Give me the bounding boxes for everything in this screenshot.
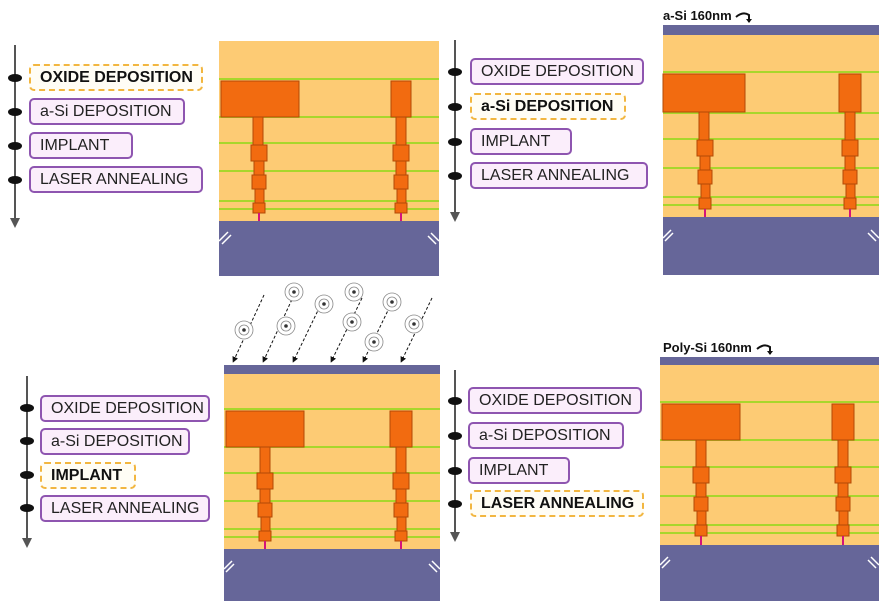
stack-cross-section bbox=[662, 25, 879, 275]
timeline-node-icon bbox=[20, 504, 34, 512]
ion-atom-icon bbox=[234, 282, 424, 352]
timeline-node-icon bbox=[20, 471, 34, 479]
process-timeline bbox=[20, 376, 34, 548]
break-mark-icon bbox=[659, 556, 879, 569]
ion-implant-beam bbox=[232, 282, 433, 363]
step-asi-deposition: a-Si DEPOSITION bbox=[40, 428, 190, 455]
asi-thickness-annotation: a-Si 160nm bbox=[663, 8, 753, 23]
step-asi-deposition: a-Si DEPOSITION bbox=[470, 93, 626, 120]
step-laser-annealing: LASER ANNEALING bbox=[29, 166, 203, 193]
step-implant: IMPLANT bbox=[468, 457, 570, 484]
timeline-node-icon bbox=[20, 404, 34, 412]
step-laser-annealing: LASER ANNEALING bbox=[40, 495, 210, 522]
timeline-node-icon bbox=[448, 138, 462, 146]
step-oxide-deposition: OXIDE DEPOSITION bbox=[29, 64, 203, 91]
timeline-node-icon bbox=[448, 432, 462, 440]
timeline-node-icon bbox=[8, 142, 22, 150]
metal-line-right bbox=[390, 80, 412, 214]
polysi-thickness-annotation: Poly-Si 160nm bbox=[663, 340, 774, 355]
break-mark-icon bbox=[218, 231, 440, 245]
metal-line-right bbox=[838, 73, 862, 210]
step-oxide-deposition: OXIDE DEPOSITION bbox=[468, 387, 642, 414]
metal-line-left bbox=[662, 73, 746, 210]
substrate bbox=[224, 549, 440, 601]
metal-line-left bbox=[661, 403, 741, 537]
stack-cross-section bbox=[218, 41, 440, 276]
timeline-node-icon bbox=[8, 74, 22, 82]
timeline-node-icon bbox=[448, 500, 462, 508]
curved-arrow-icon bbox=[735, 11, 753, 23]
step-implant: IMPLANT bbox=[470, 128, 572, 155]
step-oxide-deposition: OXIDE DEPOSITION bbox=[40, 395, 210, 422]
step-laser-annealing: LASER ANNEALING bbox=[470, 162, 648, 189]
step-laser-annealing: LASER ANNEALING bbox=[470, 490, 644, 517]
metal-line-right bbox=[831, 403, 855, 537]
curved-arrow-icon bbox=[755, 343, 773, 355]
process-timeline bbox=[448, 370, 462, 542]
timeline-node-icon bbox=[8, 176, 22, 184]
stack-cross-section bbox=[659, 357, 879, 601]
timeline-node-icon bbox=[448, 467, 462, 475]
step-oxide-deposition: OXIDE DEPOSITION bbox=[470, 58, 644, 85]
metal-line-left bbox=[225, 410, 305, 542]
timeline-node-icon bbox=[20, 437, 34, 445]
step-implant: IMPLANT bbox=[40, 462, 136, 489]
break-mark-icon bbox=[223, 560, 441, 573]
stack-cross-section bbox=[223, 365, 441, 601]
timeline-node-icon bbox=[448, 172, 462, 180]
process-timeline bbox=[8, 45, 22, 228]
timeline-node-icon bbox=[448, 397, 462, 405]
substrate bbox=[219, 221, 439, 276]
substrate bbox=[660, 545, 879, 601]
timeline-node-icon bbox=[448, 68, 462, 76]
timeline-node-icon bbox=[8, 108, 22, 116]
step-asi-deposition: a-Si DEPOSITION bbox=[29, 98, 185, 125]
metal-line-left bbox=[220, 80, 300, 214]
timeline-node-icon bbox=[448, 103, 462, 111]
step-implant: IMPLANT bbox=[29, 132, 133, 159]
process-timeline bbox=[448, 40, 462, 222]
break-mark-icon bbox=[662, 229, 879, 242]
metal-line-right bbox=[389, 410, 413, 542]
step-asi-deposition: a-Si DEPOSITION bbox=[468, 422, 624, 449]
substrate bbox=[663, 217, 879, 275]
